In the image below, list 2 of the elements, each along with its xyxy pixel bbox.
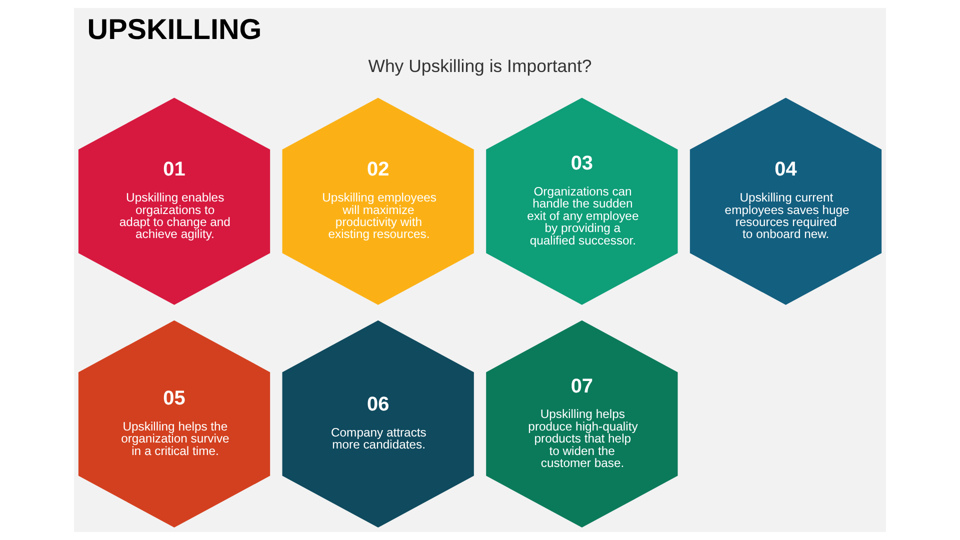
diagram-title: UPSKILLING [87,14,262,46]
label: Why Upskilling is Important? [368,56,592,76]
